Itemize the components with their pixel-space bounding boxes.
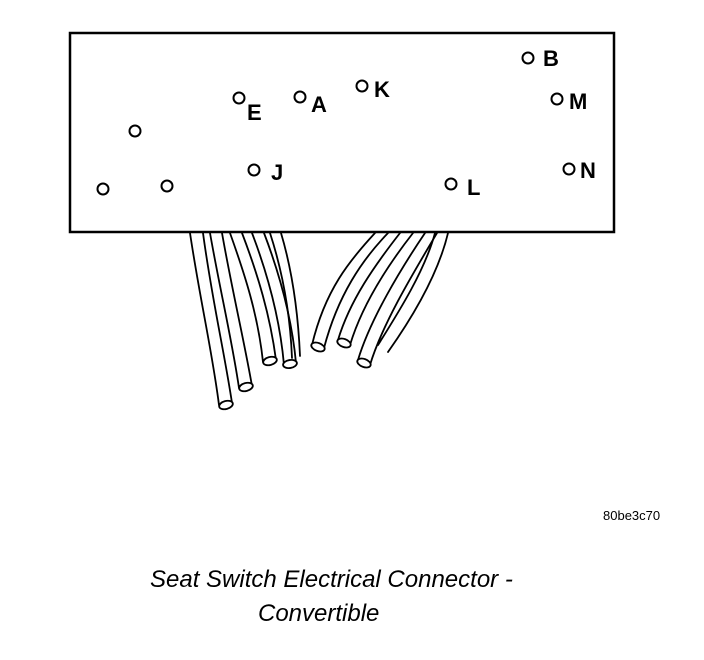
wire-6-end — [310, 341, 326, 353]
cavity-b — [521, 51, 535, 65]
cavity-a — [293, 90, 307, 104]
wire-4-end — [282, 358, 298, 370]
wire-8 — [357, 232, 426, 361]
wire-7b — [349, 232, 414, 346]
wire-5 — [269, 232, 293, 359]
cavity-n — [562, 162, 576, 176]
pin-label-m: M — [569, 89, 587, 114]
wire-5b — [280, 232, 301, 357]
wire-1b — [202, 232, 233, 404]
cavity-unlabeled-1 — [128, 124, 142, 138]
pin-label-k: K — [374, 77, 390, 102]
cavity-unlabeled-2 — [96, 182, 110, 196]
pin-label-b: B — [543, 46, 559, 71]
wire-8b — [369, 232, 438, 366]
caption-line-1: Seat Switch Electrical Connector - — [150, 566, 513, 593]
pin-label-l: L — [467, 175, 480, 200]
wire-3 — [229, 232, 264, 363]
wire-2-end — [238, 381, 254, 393]
wire-2b — [221, 232, 253, 387]
pin-label-n: N — [580, 158, 596, 183]
wire-4 — [251, 232, 285, 366]
wire-2 — [209, 232, 240, 389]
cavity-m — [550, 92, 564, 106]
pin-label-a: A — [311, 92, 327, 117]
wire-bundle-right — [310, 232, 449, 369]
cavity-unlabeled-3 — [160, 179, 174, 193]
pin-label-j: J — [271, 160, 283, 185]
pin-label-e: E — [247, 100, 262, 125]
wire-9b — [387, 232, 449, 353]
wire-3-end — [262, 355, 278, 367]
wire-1 — [189, 232, 220, 406]
connector-cavities — [96, 51, 576, 196]
caption-line-2: Convertible — [258, 600, 380, 627]
wire-6 — [311, 232, 376, 346]
cavity-j — [247, 163, 261, 177]
connector-housing — [68, 31, 616, 234]
wire-8-end — [356, 357, 372, 369]
wire-9 — [377, 232, 436, 346]
wire-1-end — [218, 399, 234, 411]
cavity-l — [444, 177, 458, 191]
wire-7-end — [336, 337, 352, 349]
wire-3b — [241, 232, 277, 361]
wire-6b — [323, 232, 389, 349]
reference-code: 80be3c70 — [603, 508, 660, 523]
cavity-k — [355, 79, 369, 93]
wire-bundle-left — [189, 232, 301, 411]
wire-7 — [337, 232, 401, 341]
cavity-e — [232, 91, 246, 105]
wire-4b — [263, 232, 297, 364]
